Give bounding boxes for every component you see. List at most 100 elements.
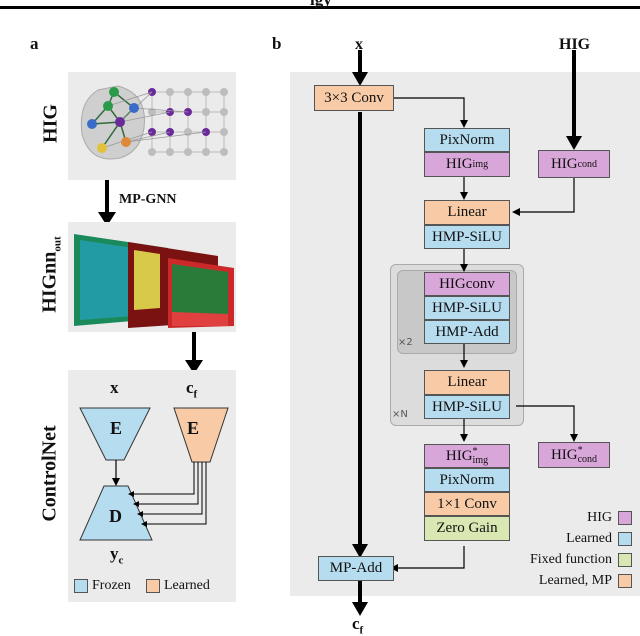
legend-b-hig-swatch <box>618 511 632 525</box>
legend-b-fixed-label: Fixed function <box>529 552 612 567</box>
grid-node <box>220 128 228 136</box>
legend-b-learned-mp: Learned, MP <box>539 573 632 589</box>
decoder-shape <box>79 485 153 541</box>
mp-gnn-label: MP-GNN <box>119 192 177 207</box>
legend-b-learned: Learned <box>566 531 632 547</box>
grid-node <box>148 148 156 156</box>
controlnet-label: ControlNet <box>38 425 61 522</box>
title-fragment: igy <box>310 0 332 10</box>
pixnorm-block: PixNorm <box>424 128 510 152</box>
legend-frozen-label: Frozen <box>92 578 131 593</box>
decoder-output-label: yc <box>110 544 123 566</box>
panel-b-letter: b <box>272 34 282 53</box>
hig-cond-star-sub: cond <box>577 454 598 465</box>
hig-node <box>115 117 125 127</box>
grid-node <box>220 88 228 96</box>
hmp-add-block: HMP-Add <box>424 320 510 344</box>
legend-b-learned-swatch <box>618 532 632 546</box>
controlnet-cf-sub: f <box>193 388 198 401</box>
panel-b-connections <box>352 50 582 616</box>
legend-learned-label: Learned <box>164 578 210 593</box>
hig-graph-illustration <box>80 85 228 160</box>
controlnet-diagram <box>79 407 229 541</box>
hig-img-star-sup: * <box>472 446 478 457</box>
grid-node <box>220 108 228 116</box>
repeat-2-label: ×2 <box>398 337 413 348</box>
grid-node <box>166 148 174 156</box>
decoder-output-sub: c <box>118 554 124 567</box>
legend-learned-swatch <box>146 579 160 593</box>
legend-b-learned-mp-swatch <box>618 574 632 588</box>
grid-node <box>220 148 228 156</box>
hig-cond-text: HIG <box>550 155 578 172</box>
repeat-n-label: ×N <box>392 409 408 420</box>
hig-node <box>109 87 119 97</box>
frozen-encoder-shape <box>79 407 151 461</box>
b-cf-label: cf <box>352 614 363 636</box>
hig-img-star-block: HIG*img <box>424 444 510 468</box>
grid-node <box>184 88 192 96</box>
hig-cond-star-text: HIG <box>550 446 578 463</box>
zero-gain-block: Zero Gain <box>424 516 510 541</box>
legend-b-fixed-swatch <box>618 553 632 567</box>
hig-cond-sub: cond <box>577 158 598 170</box>
decoder-label: D <box>109 506 122 526</box>
higgnn-label-sub: out <box>51 236 64 252</box>
top-rule <box>0 6 640 9</box>
hig-img-sub: img <box>472 159 489 170</box>
controlnet-cf-text: c <box>186 378 194 397</box>
hig-node <box>121 137 131 147</box>
hig-cond-star-sup: * <box>577 445 583 456</box>
controlnet-x-label: x <box>110 378 119 397</box>
hig-node <box>103 101 113 111</box>
legend-frozen: Frozen <box>74 578 131 594</box>
b-hig-label: HIG <box>559 36 591 53</box>
grid-node <box>148 108 156 116</box>
grid-node <box>184 148 192 156</box>
hmp-silu-block: HMP-SiLU <box>424 225 510 249</box>
mp-gnn-arrow <box>98 180 116 226</box>
hig-label: HIG <box>39 104 62 143</box>
b-cf-text: c <box>352 614 360 633</box>
hig-img-star-text: HIG <box>445 447 473 464</box>
conv-1x1-block: 1×1 Conv <box>424 492 510 516</box>
legend-b-fixed: Fixed function <box>530 552 632 568</box>
b-x-label: x <box>355 36 363 53</box>
grid-node <box>166 88 174 96</box>
hig-cond-star-block: HIG*cond <box>538 442 610 468</box>
hig-node <box>87 119 97 129</box>
higconv-block: HIGconv <box>424 272 510 296</box>
linear-block: Linear <box>424 200 510 225</box>
hig-node <box>97 143 107 153</box>
controlnet-cf-label: cf <box>186 378 197 400</box>
legend-b-hig: HIG <box>587 510 632 526</box>
hig-node <box>129 103 139 113</box>
hmp-silu2-block: HMP-SiLU <box>424 395 510 419</box>
panel-a-letter: a <box>30 34 39 53</box>
grid-node <box>202 108 210 116</box>
higgnn-to-controlnet-arrow <box>185 332 203 374</box>
feature-maps-illustration <box>74 234 234 328</box>
grid-node <box>202 88 210 96</box>
higgnn-label: HIGnnout <box>39 230 64 320</box>
legend-b-learned-label: Learned <box>566 531 612 546</box>
legend-frozen-swatch <box>74 579 88 593</box>
hig-img-text: HIG <box>445 156 473 172</box>
legend-b-learned-mp-label: Learned, MP <box>538 573 612 588</box>
legend-learned: Learned <box>146 578 210 594</box>
linear2-block: Linear <box>424 370 510 395</box>
hig-img-star-sub: img <box>472 455 489 466</box>
frozen-encoder-label: E <box>110 418 123 438</box>
higgnn-label-text: HIGnn <box>38 251 61 313</box>
legend-b-hig-label: HIG <box>587 510 612 525</box>
conv-3x3-block: 3×3 Conv <box>314 85 394 111</box>
learned-encoder-shape <box>173 407 229 463</box>
mp-add-block: MP-Add <box>318 556 394 581</box>
decoder-output-text: y <box>110 544 119 563</box>
pixnorm2-block: PixNorm <box>424 468 510 492</box>
grid-node <box>202 148 210 156</box>
learned-encoder-label: E <box>187 418 200 438</box>
b-cf-sub: f <box>359 624 364 636</box>
